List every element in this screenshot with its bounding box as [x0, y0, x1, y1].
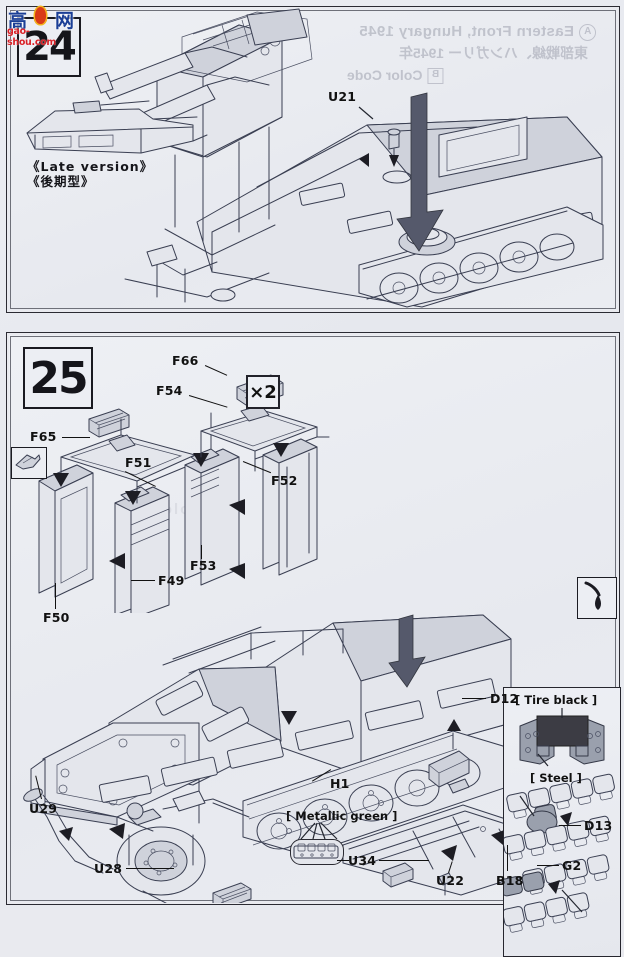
- color-callout-metallic-green: [ Metallic green ]: [286, 809, 398, 823]
- leader-B18: [507, 845, 509, 871]
- part-label-U21: U21: [328, 89, 357, 104]
- step-number-badge-25: 25: [23, 347, 93, 409]
- step-25-vehicle-lineart: [23, 614, 590, 903]
- part-label-F51: F51: [125, 455, 152, 470]
- part-label-D13: D13: [584, 818, 613, 833]
- glue-applicator-icon: [584, 581, 601, 610]
- leader-F65: [62, 437, 90, 439]
- part-label-F65: F65: [30, 429, 57, 444]
- steel-part-icon: [15, 454, 41, 470]
- part-label-F53: F53: [190, 558, 217, 573]
- version-caption: 《Late version》 《後期型》: [27, 159, 153, 189]
- part-label-G2: G2: [562, 858, 582, 873]
- part-label-U34: U34: [348, 853, 377, 868]
- part-label-F66: F66: [172, 353, 199, 368]
- glue-applicator-icon-box: [577, 577, 617, 619]
- leader-G2: [537, 865, 559, 867]
- part-label-F52: F52: [271, 473, 298, 488]
- part-label-U22: U22: [436, 873, 465, 888]
- leader-F53: [201, 545, 203, 559]
- color-callout-steel: [ Steel ]: [530, 771, 582, 785]
- part-label-H1: H1: [330, 776, 350, 791]
- steel-part-icon-box: [11, 447, 47, 479]
- leader-U28: [126, 868, 174, 870]
- metallic-green-leader-lines: [300, 822, 338, 840]
- part-label-U29: U29: [29, 801, 58, 816]
- leader-F49: [131, 580, 155, 582]
- leader-U34-right: [379, 860, 429, 862]
- version-caption-en: 《Late version》: [27, 159, 154, 174]
- step-number-badge-24: 24: [17, 17, 81, 77]
- part-label-F50: F50: [43, 610, 70, 625]
- version-caption-jp: 《後期型》: [27, 174, 95, 189]
- part-label-F49: F49: [158, 573, 185, 588]
- color-callout-tire-black: [ Tire black ]: [515, 693, 598, 707]
- step-24-lineart: [94, 8, 604, 308]
- late-version-sideview-lineart: [26, 100, 208, 154]
- multiplier-badge-x2: ×2: [246, 375, 280, 409]
- leader-F50: [55, 583, 57, 609]
- leader-D13: [559, 825, 581, 827]
- part-label-U28: U28: [94, 861, 123, 876]
- part-label-F54: F54: [156, 383, 183, 398]
- step-panel-25: Color Color Code 25: [6, 332, 621, 957]
- track-links-lineart: [504, 708, 615, 933]
- metallic-green-sprue-icon: [293, 843, 339, 859]
- part-label-D12: D12: [490, 691, 519, 706]
- part-label-B18: B18: [496, 873, 524, 888]
- step-panel-24: AEastern Front, Hungary 1945 東部戦線、ハンガリー …: [6, 6, 620, 313]
- leader-U34-left: [337, 860, 349, 862]
- metallic-green-part-swatch: [290, 839, 344, 865]
- leader-D12: [462, 698, 486, 700]
